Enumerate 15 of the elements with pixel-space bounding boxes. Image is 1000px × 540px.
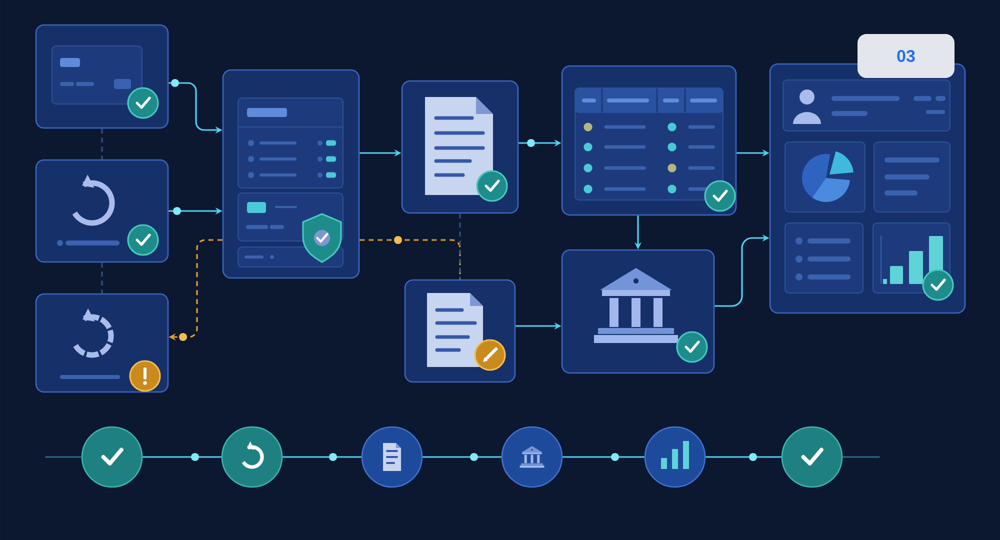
dashed-line (101, 262, 103, 294)
connector-line (142, 456, 222, 458)
connector-line (562, 456, 644, 458)
step-circle (81, 426, 143, 488)
dashed-line (459, 214, 461, 280)
connector-line (422, 456, 502, 458)
connector-line (706, 456, 782, 458)
connector-line (282, 456, 362, 458)
step-circle (501, 426, 563, 488)
step-circle (221, 426, 283, 488)
dashed-line (101, 128, 103, 160)
number-tag: 03 (858, 34, 954, 78)
step-circle (781, 426, 843, 488)
connector-line (842, 456, 880, 458)
connector-line (45, 456, 82, 458)
